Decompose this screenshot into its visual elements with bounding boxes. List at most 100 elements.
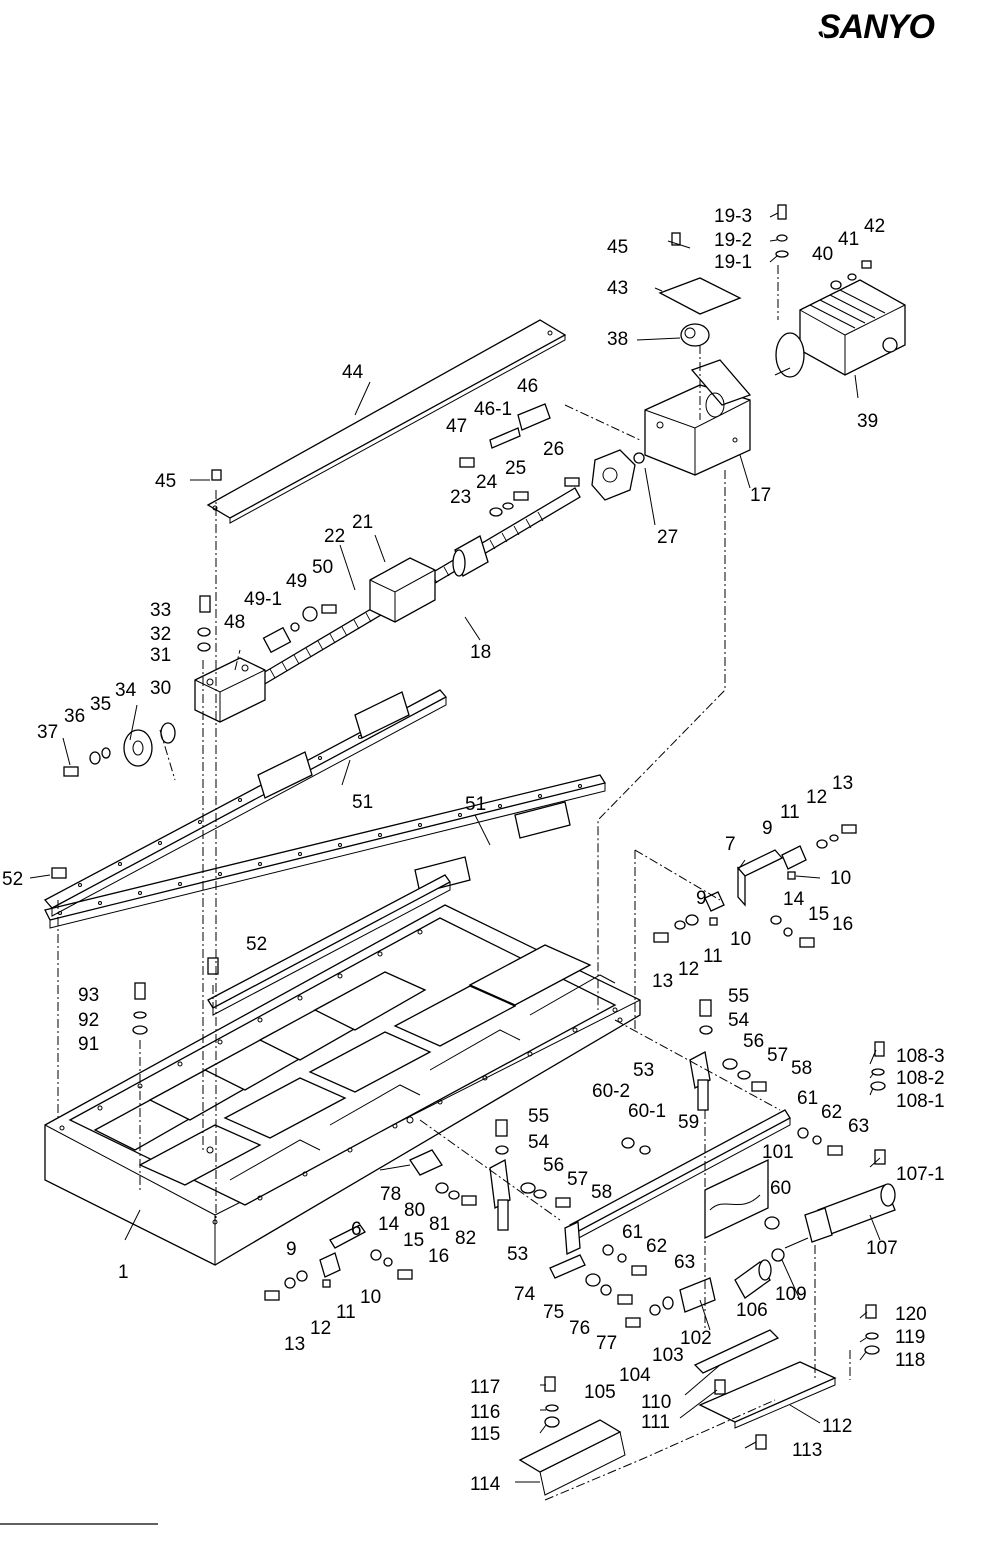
base-plate-112 xyxy=(693,1329,837,1450)
label-63a: 63 xyxy=(848,1116,869,1137)
label-108-3: 108-3 xyxy=(896,1046,945,1067)
label-15b: 15 xyxy=(808,904,829,925)
label-10a: 10 xyxy=(360,1287,381,1308)
label-59: 59 xyxy=(678,1112,699,1133)
label-58a: 58 xyxy=(791,1058,812,1079)
label-106: 106 xyxy=(736,1300,768,1321)
label-26: 26 xyxy=(543,439,564,460)
label-31: 31 xyxy=(150,645,171,666)
label-44: 44 xyxy=(342,362,364,383)
label-34: 34 xyxy=(115,680,137,701)
label-25: 25 xyxy=(505,458,526,479)
label-39: 39 xyxy=(857,411,878,432)
label-24: 24 xyxy=(476,472,498,493)
label-9a: 9 xyxy=(286,1239,297,1260)
label-119: 119 xyxy=(895,1327,925,1348)
label-54b: 54 xyxy=(528,1132,550,1153)
part-labels: 1 6 7 9 9 9 10 10 10 11 11 11 12 12 12 1… xyxy=(2,206,945,1495)
label-35: 35 xyxy=(90,694,111,715)
label-57a: 57 xyxy=(767,1045,788,1066)
label-52b: 52 xyxy=(246,934,267,955)
label-46: 46 xyxy=(517,376,538,397)
label-107-1: 107-1 xyxy=(896,1164,945,1185)
label-6: 6 xyxy=(351,1219,362,1240)
label-12b: 12 xyxy=(806,787,827,808)
label-60-1: 60-1 xyxy=(628,1101,666,1122)
label-42: 42 xyxy=(864,216,885,237)
label-19-2: 19-2 xyxy=(714,230,752,251)
label-112: 112 xyxy=(822,1416,852,1437)
label-109: 109 xyxy=(775,1284,807,1305)
label-102: 102 xyxy=(680,1328,712,1349)
label-19-3: 19-3 xyxy=(714,206,752,227)
label-114: 114 xyxy=(470,1474,501,1495)
logo-slash-mark xyxy=(819,15,826,45)
label-78: 78 xyxy=(380,1184,401,1205)
label-107: 107 xyxy=(866,1238,898,1259)
motor-bolts xyxy=(671,204,872,290)
label-60-2: 60-2 xyxy=(592,1081,630,1102)
label-91: 91 xyxy=(78,1034,99,1055)
label-115: 115 xyxy=(470,1424,500,1445)
label-63b: 63 xyxy=(674,1252,695,1273)
washers-60-62 xyxy=(602,1127,843,1276)
label-32: 32 xyxy=(150,624,171,645)
label-43: 43 xyxy=(607,278,628,299)
base-frame xyxy=(44,904,641,1266)
label-58b: 58 xyxy=(591,1182,612,1203)
servo-motor-39 xyxy=(774,279,906,378)
sensor-bracket-7 xyxy=(653,824,857,948)
label-9c: 9 xyxy=(696,888,707,909)
label-13b: 13 xyxy=(832,773,853,794)
label-30: 30 xyxy=(150,678,171,699)
label-74: 74 xyxy=(514,1284,536,1305)
label-117: 117 xyxy=(470,1377,500,1398)
label-21: 21 xyxy=(352,512,373,533)
stopper-53-upper xyxy=(689,999,767,1111)
label-76: 76 xyxy=(569,1318,590,1339)
label-13a: 13 xyxy=(284,1334,305,1355)
bracket-plate-43 xyxy=(658,277,742,315)
label-57b: 57 xyxy=(567,1169,588,1190)
label-53b: 53 xyxy=(507,1244,528,1265)
label-80: 80 xyxy=(404,1200,425,1221)
label-38: 38 xyxy=(607,329,628,350)
coupling-38 xyxy=(680,323,710,347)
label-93: 93 xyxy=(78,985,99,1006)
label-13c: 13 xyxy=(652,971,673,992)
label-10b: 10 xyxy=(830,868,851,889)
side-rail-52 xyxy=(207,874,451,1016)
lower-bracket-74 xyxy=(549,1254,716,1328)
label-118: 118 xyxy=(895,1350,925,1371)
label-92: 92 xyxy=(78,1010,99,1031)
label-15a: 15 xyxy=(403,1230,424,1251)
label-81: 81 xyxy=(429,1214,450,1235)
label-12c: 12 xyxy=(678,959,699,980)
stopper-53-lower xyxy=(489,1119,571,1231)
label-16b: 16 xyxy=(832,914,853,935)
sanyo-logo: SANYO xyxy=(818,8,934,46)
bracket-6-group xyxy=(264,1224,413,1301)
bearing-housing-26 xyxy=(591,449,636,501)
label-49-1: 49-1 xyxy=(244,589,282,610)
label-45a: 45 xyxy=(607,237,628,258)
actuator-106 xyxy=(734,1259,772,1299)
label-23: 23 xyxy=(450,487,471,508)
label-17: 17 xyxy=(750,485,771,506)
label-1: 1 xyxy=(118,1262,129,1283)
label-18: 18 xyxy=(470,642,491,663)
label-12a: 12 xyxy=(310,1318,331,1339)
label-16a: 16 xyxy=(428,1246,449,1267)
label-22: 22 xyxy=(324,526,345,547)
motor-bracket-17 xyxy=(644,359,752,476)
guide-bar-59 xyxy=(564,1109,791,1255)
label-47: 47 xyxy=(446,416,467,437)
label-49: 49 xyxy=(286,571,307,592)
screw-nut-cylinder xyxy=(452,535,489,577)
label-41: 41 xyxy=(838,229,859,250)
label-77: 77 xyxy=(596,1333,617,1354)
label-111: 111 xyxy=(641,1412,670,1433)
cover-plate-44 xyxy=(206,319,567,524)
label-60: 60 xyxy=(770,1178,791,1199)
label-82: 82 xyxy=(455,1228,476,1249)
